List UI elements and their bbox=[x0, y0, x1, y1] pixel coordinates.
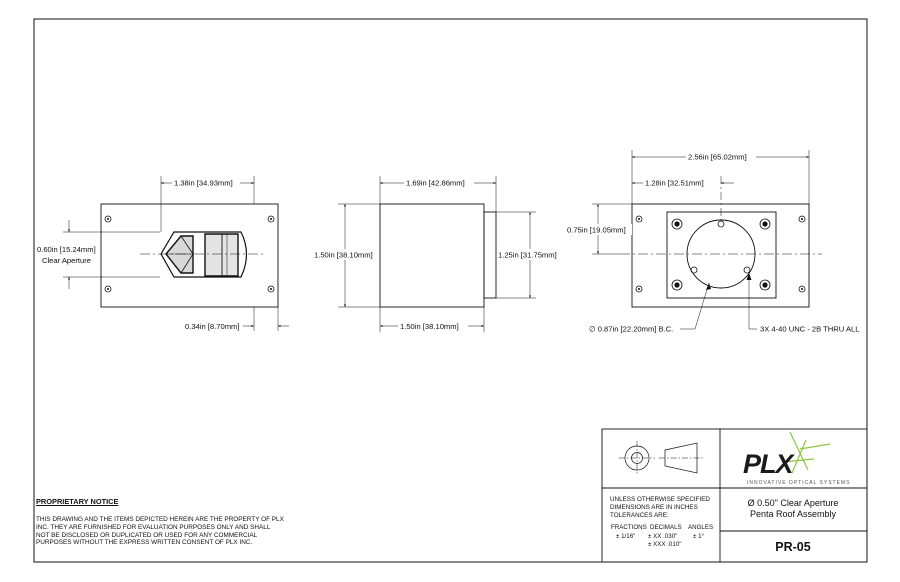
back-view: 2.56in [65.02mm] 1.28in [32.51mm] 0.75in… bbox=[566, 150, 859, 334]
mounting-hole bbox=[635, 215, 806, 293]
tol-decimal-value-2: ± XXX .010" bbox=[648, 541, 681, 548]
notice-body: THIS DRAWING AND THE ITEMS DEPICTED HERE… bbox=[36, 516, 284, 547]
mounting-hole bbox=[104, 215, 275, 293]
thread-note: 3X 4-40 UNC - 2B THRU ALL bbox=[760, 325, 859, 334]
tol-col-decimals: DECIMALS bbox=[650, 524, 682, 531]
sheet-border bbox=[33, 18, 868, 563]
dim-side-flange: 1.25in [31.75mm] bbox=[498, 251, 557, 260]
tol-line-1: UNLESS OTHERWISE SPECIFIED bbox=[610, 496, 710, 503]
logo-tagline: INNOVATIVE OPTICAL SYSTEMS bbox=[747, 480, 850, 486]
penta-prism bbox=[160, 231, 248, 278]
tol-fraction-value: ± 1/16" bbox=[616, 533, 635, 540]
part-description-2: Penta Roof Assembly bbox=[750, 509, 837, 519]
logo-wordmark: PLX bbox=[743, 449, 796, 479]
dim-back-height: 0.75in [19.05mm] bbox=[567, 226, 626, 235]
tol-line-3: TOLERANCES ARE: bbox=[610, 512, 669, 519]
projection-symbol bbox=[619, 441, 705, 475]
tol-angle-value: ± 1° bbox=[693, 533, 705, 540]
dim-aperture: 0.60in [15.24mm] bbox=[37, 245, 96, 254]
part-description-1: Ø 0.50" Clear Aperture bbox=[748, 498, 839, 508]
notice-title: PROPRIETARY NOTICE bbox=[36, 497, 119, 506]
tol-decimal-value-1: ± XX .030" bbox=[648, 533, 677, 540]
part-number: PR-05 bbox=[775, 540, 810, 554]
side-view: 1.69in [42.86mm] 1.50in [38.10mm] 1.25in… bbox=[312, 176, 563, 332]
dim-side-bottom: 1.50in [38.10mm] bbox=[400, 322, 459, 331]
tol-line-2: DIMENSIONS ARE IN INCHES bbox=[610, 504, 698, 511]
proprietary-notice: PROPRIETARY NOTICE THIS DRAWING AND THE … bbox=[36, 497, 296, 547]
thread-hole bbox=[690, 220, 751, 274]
plx-logo: PLX INNOVATIVE OPTICAL SYSTEMS bbox=[743, 431, 850, 486]
dim-back-overall: 2.56in [65.02mm] bbox=[688, 153, 747, 162]
dim-front-width: 1.38in [34.93mm] bbox=[174, 179, 233, 188]
title-block: PLX INNOVATIVE OPTICAL SYSTEMS UNLESS OT… bbox=[601, 428, 868, 563]
dim-side-top: 1.69in [42.86mm] bbox=[406, 179, 465, 188]
aperture-label: Clear Aperture bbox=[42, 256, 91, 265]
tol-col-angles: ANGLES bbox=[688, 524, 713, 531]
front-view: 1.38in [34.93mm] 0.60in [15.24mm] Clear … bbox=[37, 176, 289, 331]
dim-bolt-circle: ∅ 0.87in [22.20mm] B.C. bbox=[589, 325, 673, 334]
dim-back-center: 1.28in [32.51mm] bbox=[645, 179, 704, 188]
cap-screw bbox=[671, 218, 771, 291]
dim-side-height: 1.50in [38.10mm] bbox=[314, 251, 373, 260]
tol-col-fractions: FRACTIONS bbox=[611, 524, 647, 531]
dim-front-depth: 0.34in [8.70mm] bbox=[185, 322, 239, 331]
